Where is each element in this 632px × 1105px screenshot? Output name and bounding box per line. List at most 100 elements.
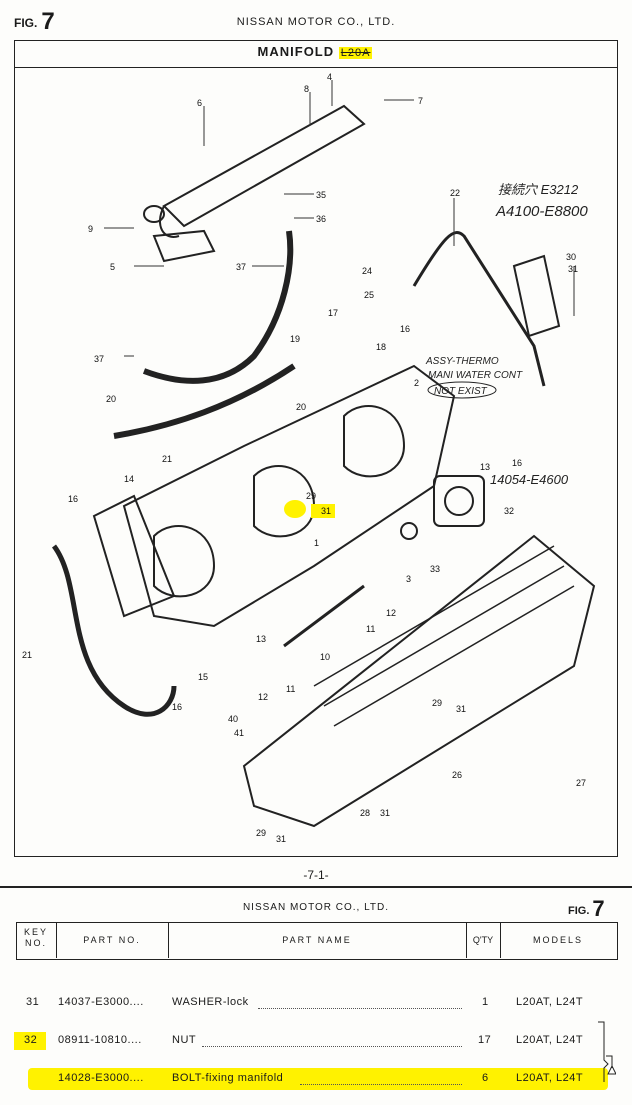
row-31-name: WASHER-lock [172, 996, 249, 1008]
callout-39: 37 [236, 262, 246, 272]
row-32-name: NUT [172, 1034, 197, 1046]
callout-7: 7 [418, 96, 423, 106]
callout-11: 11 [366, 624, 375, 634]
highlight-part-32 [284, 500, 306, 518]
parts-table-header [16, 922, 618, 960]
callout-37: 36 [316, 214, 326, 224]
callout-3: 3 [406, 574, 411, 584]
row-bolt-qty: 6 [482, 1072, 489, 1084]
handwritten-notes: 接続穴 E3212 A4100-E8800 ASSY-THERMO MANI W… [425, 182, 588, 487]
figure-label: FIG.7 [14, 8, 55, 35]
row-32-qty: 17 [478, 1034, 492, 1046]
callout-30c: 29 [256, 828, 266, 838]
assy-thermo-line-3: NOT EXIST [434, 386, 488, 397]
callout-18: 18 [376, 342, 386, 352]
water-pipe-end [143, 205, 165, 223]
callout-41: 41 [234, 728, 244, 738]
callout-20b: 20 [296, 402, 306, 412]
callout-11b: 11 [286, 684, 295, 694]
figure-number: 7 [41, 8, 55, 35]
pipe-22 [412, 231, 546, 387]
row-32-part-no: 08911-10810.... [58, 1034, 142, 1046]
callout-25: 24 [362, 266, 372, 276]
callout-32: 31 [321, 506, 331, 516]
callout-32d: 31 [276, 834, 286, 844]
callout-24: 21 [162, 454, 172, 464]
bolt-row-highlight [28, 1068, 608, 1090]
callout-31: 30 [566, 252, 576, 262]
row-bolt-models: L20AT, L24T [516, 1072, 584, 1084]
callout-8: 8 [304, 84, 309, 94]
callout-13: 13 [480, 462, 490, 472]
callout-16b: 16 [68, 494, 78, 504]
col-part-no: PART NO. [83, 935, 141, 945]
callout-26: 25 [364, 290, 374, 300]
callout-17: 17 [328, 308, 338, 318]
exploded-parts-diagram: 6 8 4 7 9 5 35 36 37 22 24 25 17 16 18 1… [22, 72, 596, 844]
struck-model-code: L20A [338, 47, 373, 59]
hose-21 [51, 544, 177, 717]
handwritten-note-1: 接続穴 E3212 [498, 182, 579, 197]
col-models: MODELS [532, 935, 583, 945]
callout-16: 16 [400, 324, 410, 334]
callout-1: 1 [314, 538, 319, 548]
callout-32c: 31 [380, 808, 390, 818]
intake-manifold [242, 534, 596, 828]
callout-39b: 37 [94, 354, 104, 364]
row-32-models: L20AT, L24T [516, 1034, 584, 1046]
row-31-qty: 1 [482, 996, 489, 1008]
handwritten-note-3: 14054-E4600 [490, 472, 569, 487]
callout-4: 4 [327, 72, 332, 82]
water-pipe-outlet [162, 104, 366, 228]
row-32-key: 32 [24, 1034, 38, 1046]
callout-12b: 12 [258, 692, 268, 702]
assy-thermo-line-2: MANI WATER CONT [428, 370, 523, 381]
row-bolt-name: BOLT-fixing manifold [172, 1072, 284, 1084]
callout-32b: 31 [456, 704, 466, 714]
callout-35: 33 [430, 564, 440, 574]
callout-9: 9 [88, 224, 93, 234]
parts-company-name: NISSAN MOTOR CO., LTD. [242, 902, 390, 913]
gasket-5 [152, 229, 216, 263]
callout-10: 10 [320, 652, 330, 662]
callout-14: 14 [124, 474, 134, 484]
bracket-31 [512, 254, 561, 338]
callout-33: 32 [504, 506, 514, 516]
assy-thermo-line-1: ASSY-THERMO [425, 356, 499, 367]
col-part-name: PART NAME [282, 935, 352, 945]
gasket-33 [433, 475, 485, 527]
hose-24 [113, 363, 296, 439]
heat-shield-14 [92, 494, 176, 618]
exhaust-manifold [122, 364, 456, 628]
callout-27: 26 [452, 770, 462, 780]
callout-16d: 16 [172, 702, 182, 712]
callout-20: 20 [106, 394, 116, 404]
company-name: NISSAN MOTOR CO., LTD. [236, 16, 396, 28]
callout-6: 6 [197, 98, 202, 108]
diagram-frame [14, 66, 618, 857]
page-separator [0, 886, 632, 888]
callout-21: 21 [22, 650, 32, 660]
callout-28: 27 [576, 778, 586, 788]
row-31-part-no: 14037-E3000.... [58, 996, 144, 1008]
callout-40: 40 [228, 714, 238, 724]
handwritten-note-2: A4100-E8800 [495, 203, 588, 220]
callout-30b: 29 [432, 698, 442, 708]
page-number: -7-1- [303, 868, 329, 882]
callout-15: 15 [198, 672, 208, 682]
rod-10 [283, 584, 365, 648]
row-31-key: 31 [26, 996, 40, 1008]
key-32-highlight [14, 1032, 46, 1050]
callout-2: 2 [414, 378, 419, 388]
models-bracket [598, 1021, 616, 1082]
callout-13b: 13 [256, 634, 266, 644]
parts-figure-label: FIG.7 [568, 896, 605, 921]
callout-16c: 16 [512, 458, 522, 468]
col-qty: Q'TY [472, 935, 494, 945]
callout-36: 35 [316, 190, 326, 200]
title-box [14, 40, 618, 68]
hose-39 [142, 230, 294, 384]
callout-32a: 31 [568, 264, 578, 274]
callout-22: 22 [450, 188, 460, 198]
